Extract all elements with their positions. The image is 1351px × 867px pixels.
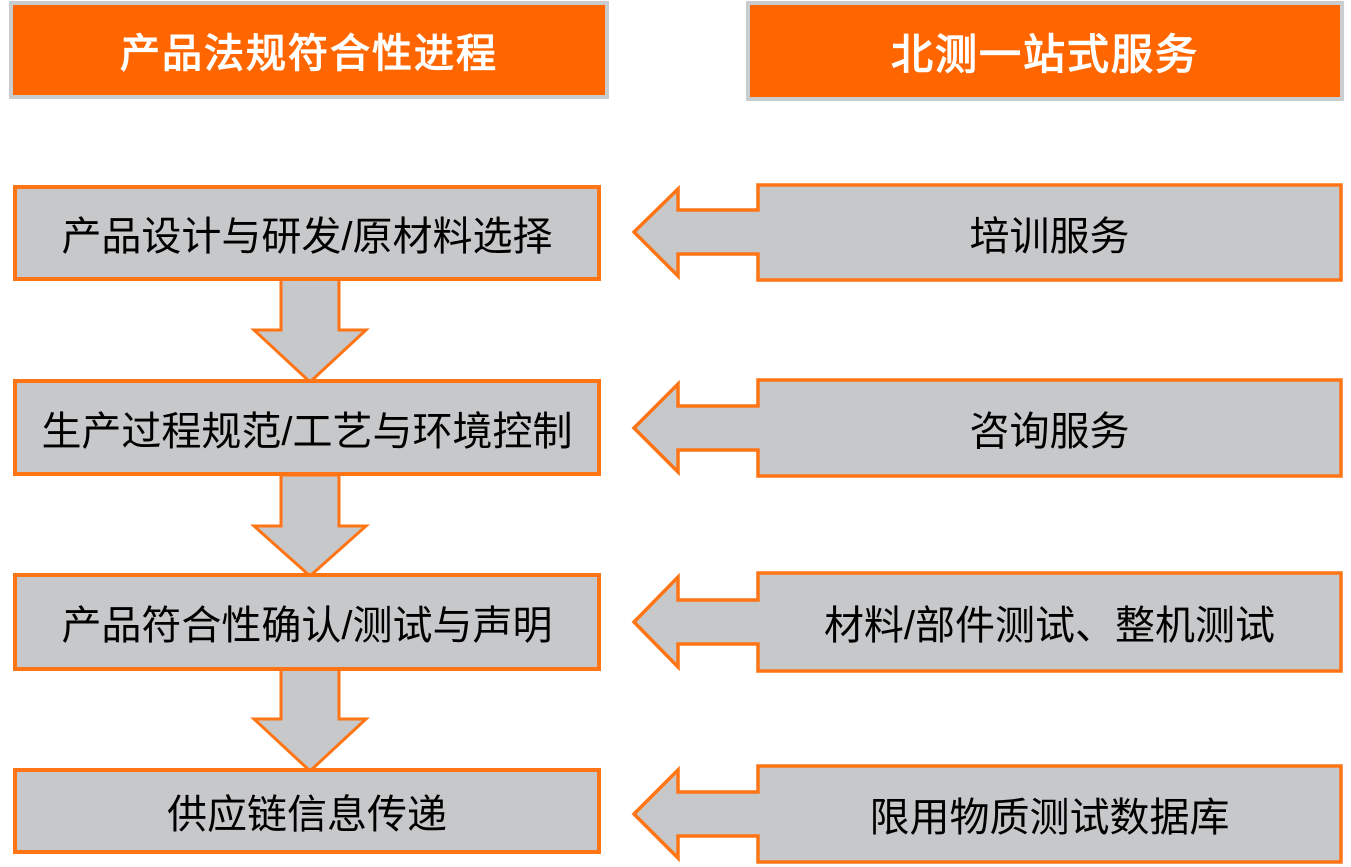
flow-down-arrow-icon — [250, 277, 370, 385]
header-process-label: 产品法规符合性进程 — [120, 32, 498, 76]
flow-down-arrow-icon — [250, 473, 370, 579]
service-label: 材料/部件测试、整机测试 — [823, 604, 1276, 648]
service-label: 咨询服务 — [969, 410, 1130, 454]
service-box: 咨询服务 — [758, 380, 1341, 476]
process-step-label: 产品符合性确认/测试与声明 — [61, 604, 553, 648]
process-step-label: 生产过程规范/工艺与环境控制 — [41, 409, 573, 454]
header-process-column: 产品法规符合性进程 — [9, 1, 609, 99]
process-step-label: 产品设计与研发/原材料选择 — [61, 215, 553, 259]
process-step-box: 产品符合性确认/测试与声明 — [13, 573, 601, 671]
process-step-label: 供应链信息传递 — [167, 793, 447, 837]
flow-down-arrow-icon — [250, 667, 370, 774]
service-box: 培训服务 — [758, 185, 1341, 280]
service-label: 限用物质测试数据库 — [869, 796, 1230, 840]
service-box: 材料/部件测试、整机测试 — [758, 573, 1341, 671]
service-arrow-shape — [631, 183, 1343, 282]
service-label: 培训服务 — [969, 214, 1130, 259]
service-arrow-shape — [631, 571, 1343, 673]
process-step-box: 生产过程规范/工艺与环境控制 — [13, 379, 601, 476]
header-services-label: 北测一站式服务 — [890, 32, 1199, 79]
service-arrow-shape — [631, 764, 1343, 864]
service-arrow-shape — [631, 378, 1343, 478]
service-box: 限用物质测试数据库 — [758, 766, 1341, 862]
process-step-box: 供应链信息传递 — [13, 768, 601, 854]
header-services-column: 北测一站式服务 — [746, 1, 1344, 101]
process-step-box: 产品设计与研发/原材料选择 — [13, 185, 601, 281]
